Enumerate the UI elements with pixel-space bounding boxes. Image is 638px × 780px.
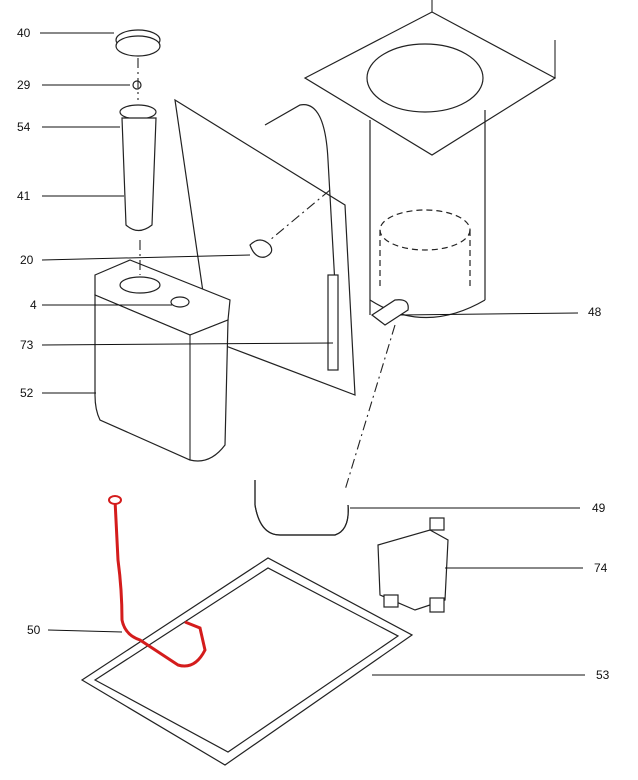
callout-73: 73 <box>20 338 34 352</box>
tray-53 <box>80 557 414 766</box>
callout-20: 20 <box>20 253 34 267</box>
pump-74 <box>377 517 449 613</box>
callout-53: 53 <box>596 668 610 682</box>
callout-54: 54 <box>17 120 31 134</box>
callout-74: 74 <box>594 561 608 575</box>
filler-parts <box>115 29 273 258</box>
callout-29: 29 <box>17 78 31 92</box>
callout-49: 49 <box>592 501 606 515</box>
tank-52 <box>94 240 231 462</box>
duct-assembly <box>303 0 557 319</box>
pipe-49 <box>254 299 409 536</box>
callout-4: 4 <box>30 298 37 312</box>
callout-52: 52 <box>20 386 34 400</box>
callout-50: 50 <box>27 623 41 637</box>
callout-40: 40 <box>17 26 31 40</box>
hose-50 <box>108 495 207 668</box>
callout-48: 48 <box>588 305 602 319</box>
leader-lines <box>40 32 585 676</box>
callout-41: 41 <box>17 189 31 203</box>
